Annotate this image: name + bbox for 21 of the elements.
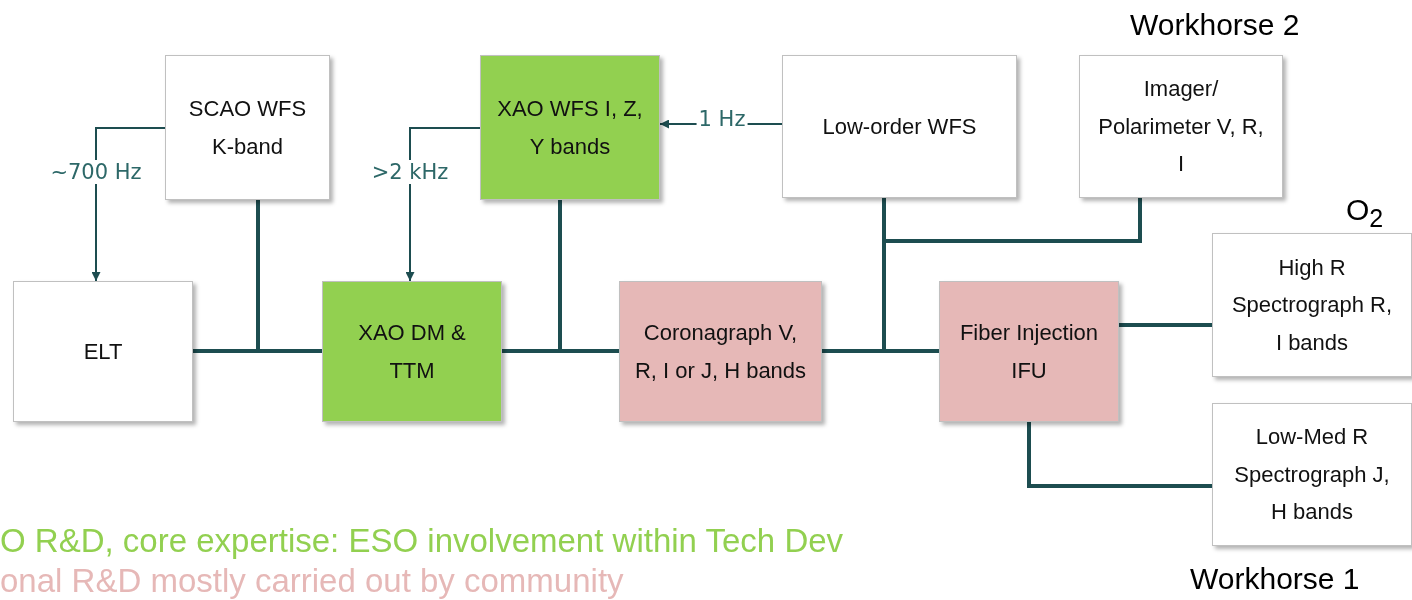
process-box: XAO DM & TTM — [322, 281, 502, 422]
process-box: Fiber Injection IFU — [939, 281, 1119, 422]
process-box: High R Spectrograph R, I bands — [1212, 233, 1412, 377]
connector-line — [256, 200, 322, 353]
arrow — [405, 127, 481, 282]
process-box: Low-Med R Spectrograph J, H bands — [1212, 403, 1412, 546]
arrow — [91, 127, 166, 282]
connector-line — [1027, 422, 1212, 488]
process-box: Imager/ Polarimeter V, R, I — [1079, 55, 1283, 198]
process-box: XAO WFS I, Z, Y bands — [480, 55, 660, 200]
process-box: Coronagraph V, R, I or J, H bands — [619, 281, 822, 422]
caption-text: Workhorse 2 — [1130, 8, 1300, 42]
legend-text: O R&D, core expertise: ESO involvement within Tech Dev — [0, 522, 844, 560]
connector-line — [558, 200, 619, 353]
connector-line — [1119, 323, 1212, 327]
caption-text: Workhorse 1 — [1190, 562, 1360, 596]
process-box: ELT — [13, 281, 193, 422]
caption-text: O$_{2}$ — [1346, 193, 1384, 233]
process-box: SCAO WFS K-band — [165, 55, 330, 200]
legend-text: onal R&D mostly carried out by community — [0, 562, 624, 600]
process-box: Low-order WFS — [782, 55, 1017, 198]
